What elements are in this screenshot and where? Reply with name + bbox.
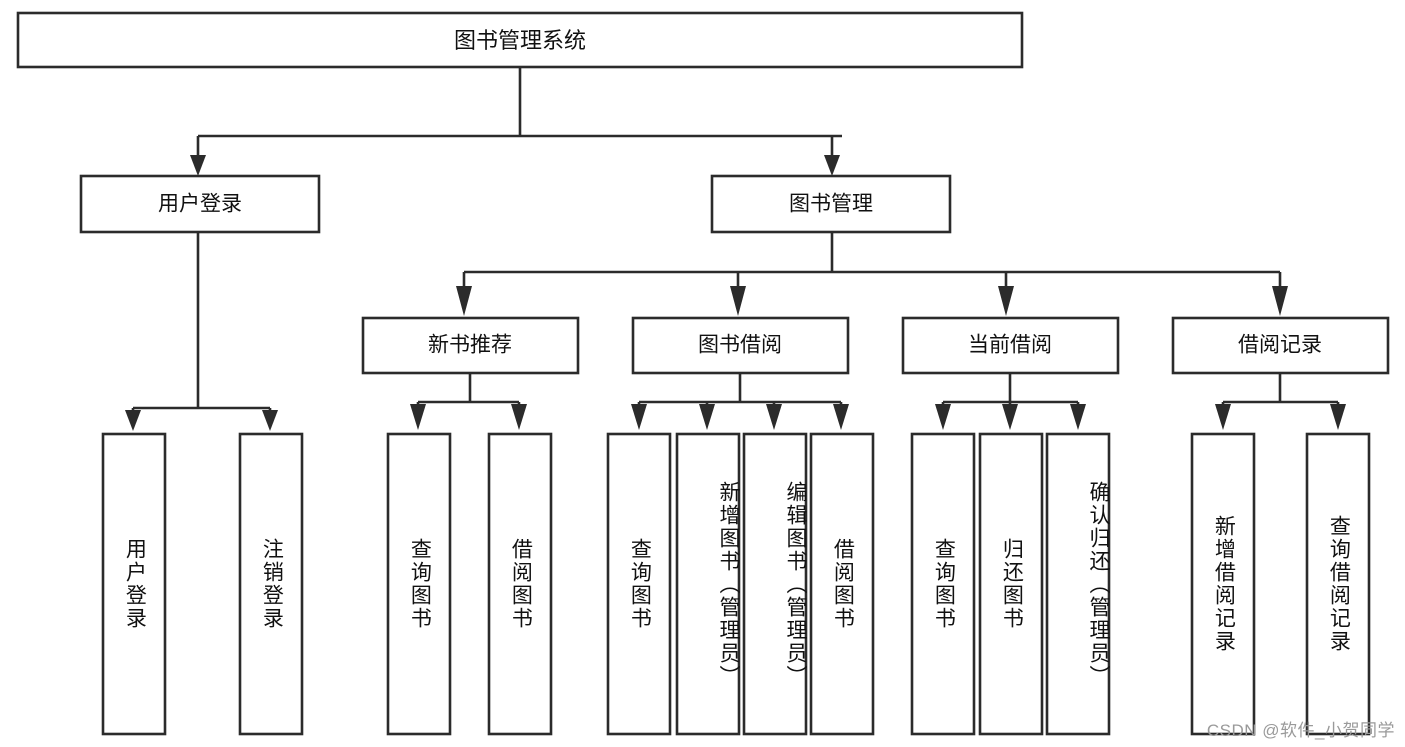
- arrowhead-bb-query: [631, 404, 647, 430]
- arrowhead-leaf-user-logout: [262, 410, 278, 431]
- leaf-box-user-logout[interactable]: [238, 432, 304, 736]
- arrowhead-br-add: [1215, 404, 1231, 430]
- node-book-borrow[interactable]: 图书借阅: [631, 316, 850, 375]
- node-book-manage[interactable]: 图书管理: [710, 174, 952, 234]
- arrowhead-bb-edit: [766, 404, 782, 430]
- leaf-box-br-add-record[interactable]: [1190, 432, 1256, 736]
- arrowhead-nb-borrow: [511, 404, 527, 430]
- node-borrow-record-box[interactable]: [1171, 316, 1390, 375]
- node-root-box[interactable]: [16, 11, 1024, 69]
- node-book-borrow-label: 图书借阅: [698, 334, 782, 357]
- node-current-borrow[interactable]: 当前借阅: [901, 316, 1120, 375]
- leaf-box-bb-borrow-book[interactable]: [809, 432, 875, 736]
- connector-layer: [125, 67, 1346, 431]
- leaf-box-br-query-record[interactable]: [1305, 432, 1371, 736]
- leaf-box-nb-borrow-book[interactable]: [487, 432, 553, 736]
- arrowhead-nb-query: [410, 404, 426, 430]
- node-new-book-recommend-box[interactable]: [361, 316, 580, 375]
- arrowhead-new-book: [456, 286, 472, 316]
- node-current-borrow-box[interactable]: [901, 316, 1120, 375]
- leaf-box-bb-edit-book[interactable]: [742, 432, 808, 736]
- arrowhead-cb-return: [1002, 404, 1018, 430]
- leaf-box-bb-add-book[interactable]: [675, 432, 741, 736]
- leaf-box-user-login[interactable]: [101, 432, 167, 736]
- arrowhead-book-manage: [824, 155, 840, 176]
- arrowhead-borrow-record: [1272, 286, 1288, 316]
- leaf-box-cb-confirm-return[interactable]: [1045, 432, 1111, 736]
- node-borrow-record[interactable]: 借阅记录: [1171, 316, 1390, 375]
- node-book-manage-label: 图书管理: [789, 193, 873, 216]
- leaf-box-layer: [101, 432, 1371, 736]
- node-user-login-box[interactable]: [79, 174, 321, 234]
- arrowhead-leaf-user-login: [125, 410, 141, 431]
- leaf-box-bb-query-book[interactable]: [606, 432, 672, 736]
- leaf-box-cb-query-book[interactable]: [910, 432, 976, 736]
- watermark-text: CSDN @软件_小贺同学: [1206, 721, 1395, 740]
- arrowhead-book-borrow: [730, 286, 746, 316]
- node-current-borrow-label: 当前借阅: [968, 334, 1052, 357]
- leaf-box-cb-return-book[interactable]: [978, 432, 1044, 736]
- node-user-login[interactable]: 用户登录: [79, 174, 321, 234]
- leaf-box-nb-query-book[interactable]: [386, 432, 452, 736]
- arrowhead-cb-query: [935, 404, 951, 430]
- node-new-book-recommend[interactable]: 新书推荐: [361, 316, 580, 375]
- arrowhead-bb-add: [699, 404, 715, 430]
- arrowhead-current-borrow: [998, 286, 1014, 316]
- node-user-login-label: 用户登录: [158, 193, 242, 216]
- node-borrow-record-label: 借阅记录: [1238, 334, 1322, 357]
- arrowhead-br-query: [1330, 404, 1346, 430]
- node-root[interactable]: 图书管理系统: [16, 11, 1024, 69]
- arrowhead-bb-borrow: [833, 404, 849, 430]
- node-root-label: 图书管理系统: [454, 28, 586, 53]
- arrowhead-user-login: [190, 155, 206, 176]
- node-book-manage-box[interactable]: [710, 174, 952, 234]
- node-book-borrow-box[interactable]: [631, 316, 850, 375]
- arrowhead-cb-confirm: [1070, 404, 1086, 430]
- node-new-book-recommend-label: 新书推荐: [428, 334, 512, 357]
